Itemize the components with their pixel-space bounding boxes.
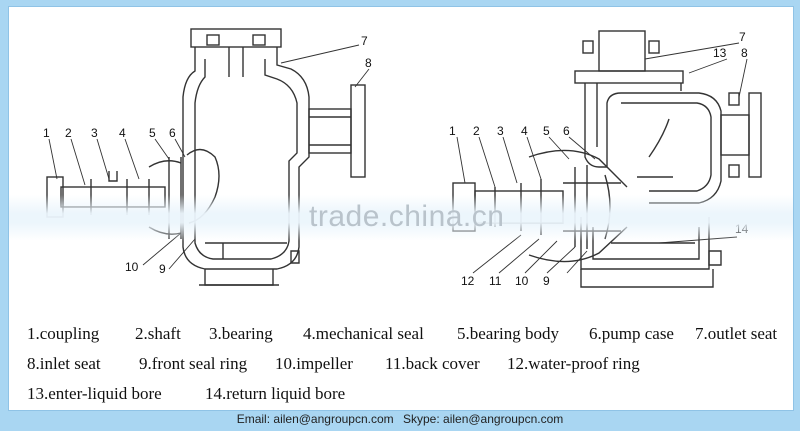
right-num-12: 12 <box>461 274 475 288</box>
legend-item: 10.impeller <box>275 354 353 373</box>
left-num-5: 5 <box>149 126 156 140</box>
left-num-9: 9 <box>159 262 166 276</box>
right-pump-drawing <box>452 30 762 288</box>
left-part-numbers: 1 2 3 4 5 6 7 8 9 10 <box>43 34 372 276</box>
watermark-band <box>9 195 793 241</box>
parts-legend: 1.coupling 2.shaft 3.bearing 4.mechanica… <box>27 322 787 412</box>
right-num-13: 13 <box>713 46 727 60</box>
legend-row-3: 13.enter-liquid bore 14.return liquid bo… <box>27 382 787 412</box>
contact-footer: Email: ailen@angroupcn.com Skype: ailen@… <box>0 412 800 426</box>
legend-item: 6.pump case <box>589 324 674 343</box>
legend-item: 8.inlet seat <box>27 354 101 373</box>
legend-item: 11.back cover <box>385 354 480 373</box>
legend-row-1: 1.coupling 2.shaft 3.bearing 4.mechanica… <box>27 322 787 352</box>
left-num-3: 3 <box>91 126 98 140</box>
left-num-10: 10 <box>125 260 139 274</box>
legend-item: 13.enter-liquid bore <box>27 384 162 403</box>
right-num-3: 3 <box>497 124 504 138</box>
left-num-1: 1 <box>43 126 50 140</box>
left-pump-drawing <box>46 28 366 286</box>
right-num-7: 7 <box>739 30 746 44</box>
right-num-1: 1 <box>449 124 456 138</box>
left-leader-lines <box>48 44 370 270</box>
left-num-7: 7 <box>361 34 368 48</box>
legend-item: 3.bearing <box>209 324 273 343</box>
right-num-11: 11 <box>489 274 502 288</box>
pump-cross-section-drawings: 1 2 3 4 5 6 7 8 9 10 <box>9 7 793 307</box>
legend-item: 1.coupling <box>27 324 100 343</box>
right-num-8: 8 <box>741 46 748 60</box>
right-num-5: 5 <box>543 124 550 138</box>
right-num-6: 6 <box>563 124 570 138</box>
right-num-2: 2 <box>473 124 480 138</box>
skype-text: Skype: ailen@angroupcn.com <box>403 412 564 426</box>
right-num-9: 9 <box>543 274 550 288</box>
left-num-8: 8 <box>365 56 372 70</box>
legend-item: 5.bearing body <box>457 324 559 343</box>
legend-item: 7.outlet seat <box>695 324 778 343</box>
legend-item: 2.shaft <box>135 324 181 343</box>
email-text: Email: ailen@angroupcn.com <box>236 412 394 426</box>
left-num-4: 4 <box>119 126 126 140</box>
left-num-6: 6 <box>169 126 176 140</box>
right-num-10: 10 <box>515 274 529 288</box>
diagram-panel: 1 2 3 4 5 6 7 8 9 10 <box>8 6 794 411</box>
legend-item: 9.front seal ring <box>139 354 248 373</box>
watermark: trade.china.cn <box>309 200 505 233</box>
left-num-2: 2 <box>65 126 72 140</box>
legend-row-2: 8.inlet seat 9.front seal ring 10.impell… <box>27 352 787 382</box>
pump-drawings-svg: 1 2 3 4 5 6 7 8 9 10 <box>43 28 762 288</box>
legend-item: 14.return liquid bore <box>205 384 346 403</box>
right-num-4: 4 <box>521 124 528 138</box>
legend-item: 4.mechanical seal <box>303 324 424 343</box>
legend-item: 12.water-proof ring <box>507 354 640 373</box>
